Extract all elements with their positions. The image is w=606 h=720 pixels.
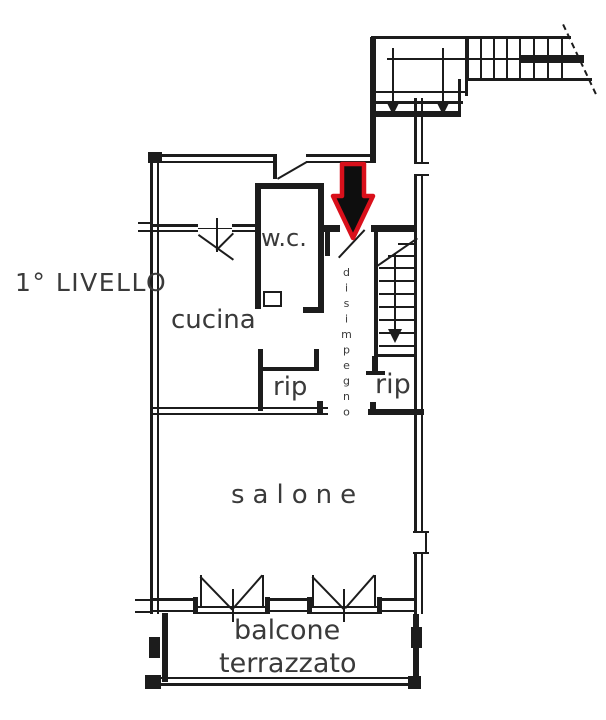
stair-tread bbox=[379, 345, 414, 347]
pillar-block bbox=[149, 637, 160, 658]
stair-end-stub bbox=[372, 356, 378, 373]
descending-stair-line bbox=[442, 48, 444, 102]
french-door-leaf bbox=[232, 574, 263, 610]
french-door-jamb bbox=[374, 575, 376, 607]
rip-right-wall bbox=[314, 349, 319, 371]
stair-tread bbox=[379, 293, 414, 295]
stair-tread bbox=[379, 319, 414, 321]
wall-tick bbox=[138, 230, 151, 232]
stair-bottom-edge bbox=[465, 78, 592, 81]
wc-duct bbox=[263, 291, 282, 307]
french-door-center-tick bbox=[343, 589, 345, 622]
door-center-tick bbox=[216, 218, 218, 252]
entrance-arrow bbox=[330, 161, 376, 241]
stair-tread bbox=[388, 255, 414, 257]
wall-segment bbox=[150, 598, 198, 612]
landing-left-wall bbox=[370, 37, 376, 163]
stair-top-wall bbox=[371, 225, 415, 232]
window-tick bbox=[413, 531, 429, 533]
corner-block bbox=[148, 152, 162, 163]
room-label-balcone-line2: terrazzato bbox=[219, 648, 357, 679]
top-wall-right-segment bbox=[306, 154, 371, 163]
balcone-bottom-wall bbox=[157, 677, 421, 686]
stair-bottom-edge bbox=[378, 354, 414, 357]
wall-tick bbox=[414, 162, 429, 164]
wall-tick bbox=[414, 174, 429, 176]
right-wall-upper bbox=[414, 98, 423, 164]
rip-shelf-wall bbox=[262, 367, 318, 371]
top-door-leaf bbox=[277, 161, 308, 180]
french-door-jamb bbox=[200, 575, 202, 607]
room-label-rip-right: rip bbox=[375, 369, 411, 400]
room-label-disimpegno: disimpegno bbox=[340, 266, 353, 421]
stair-direction-arrow bbox=[436, 101, 450, 115]
landing-line bbox=[371, 91, 466, 93]
landing-line bbox=[371, 101, 463, 104]
wall-tick bbox=[135, 599, 151, 601]
room-label-wc: w.c. bbox=[261, 224, 307, 252]
wc-top-wall bbox=[255, 183, 324, 189]
cucina-top-wall-left bbox=[150, 224, 198, 232]
wc-bottom-wall bbox=[303, 307, 324, 313]
rip-bottom-wall bbox=[368, 409, 424, 415]
room-label-rip-left: rip bbox=[273, 372, 308, 402]
room-label-balcone-line1: balcone bbox=[234, 615, 341, 646]
wall-cap bbox=[307, 597, 312, 614]
rip-wall-cap bbox=[370, 402, 376, 410]
french-door-jamb bbox=[312, 575, 314, 607]
rip-left-wall bbox=[258, 349, 263, 411]
right-wall-middle bbox=[414, 176, 423, 533]
corner-block bbox=[145, 675, 161, 689]
handrail-thick bbox=[519, 55, 584, 63]
stair-tread bbox=[379, 280, 414, 282]
balcone-left-wall bbox=[162, 613, 168, 682]
left-wall bbox=[150, 154, 159, 614]
wall-segment bbox=[265, 598, 312, 612]
wall-cap bbox=[377, 597, 382, 614]
stair-left-wall bbox=[374, 232, 378, 357]
kitchen-door-leaf bbox=[215, 232, 234, 251]
french-door-center-tick bbox=[232, 589, 234, 622]
door-threshold bbox=[198, 228, 232, 229]
wall-cap bbox=[265, 597, 270, 614]
window-outer-line bbox=[425, 531, 427, 554]
wall-cap bbox=[193, 597, 198, 614]
stair-tread bbox=[379, 267, 414, 269]
room-label-cucina: cucina bbox=[171, 305, 256, 335]
balcone-right-wall bbox=[413, 614, 419, 687]
room-label-salone: salone bbox=[231, 480, 365, 510]
cucina-salone-wall bbox=[150, 407, 328, 415]
entrance-wall-stub bbox=[324, 225, 340, 232]
wc-left-wall bbox=[255, 183, 261, 309]
stair-direction-line bbox=[394, 253, 396, 331]
right-wall-lower bbox=[414, 554, 423, 614]
level-label: 1° LIVELLO bbox=[15, 268, 168, 297]
cucina-top-wall-right bbox=[232, 224, 257, 232]
wall-segment bbox=[377, 598, 415, 612]
stair-direction-arrow bbox=[388, 329, 402, 343]
french-door-leaf bbox=[344, 574, 375, 610]
descending-stair-line bbox=[392, 48, 394, 102]
landing-right-wall bbox=[458, 79, 461, 117]
corner-block bbox=[408, 676, 421, 689]
stair-top-edge bbox=[371, 36, 571, 39]
entrance-jamb bbox=[325, 232, 330, 256]
stair-direction-arrow bbox=[386, 101, 400, 115]
pillar-block bbox=[411, 627, 422, 648]
handrail-line bbox=[387, 58, 583, 60]
wall-tick bbox=[135, 611, 151, 613]
wall-tick bbox=[138, 222, 151, 224]
stair-flight-divider bbox=[465, 36, 468, 96]
top-wall-left-segment bbox=[150, 154, 277, 163]
window-tick bbox=[413, 552, 429, 554]
door-sill bbox=[198, 612, 265, 614]
stair-end-cap bbox=[366, 371, 385, 375]
french-door-jamb bbox=[262, 575, 264, 607]
stair-tread bbox=[379, 306, 414, 308]
top-wall-door-stub bbox=[273, 155, 277, 179]
wc-right-wall bbox=[318, 183, 324, 313]
